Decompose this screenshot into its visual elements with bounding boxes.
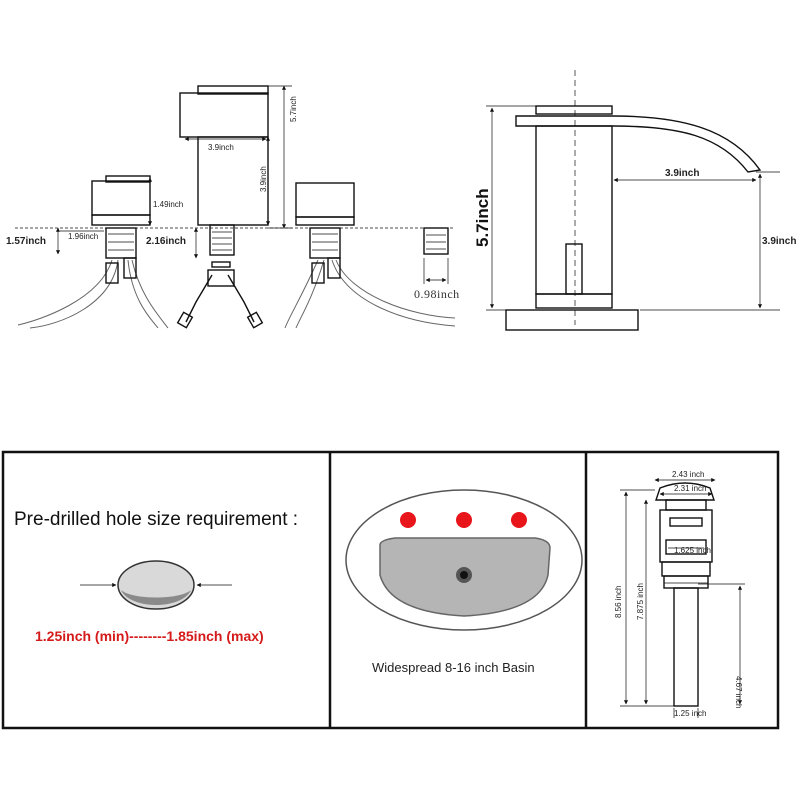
- basin-caption: Widespread 8-16 inch Basin: [372, 660, 535, 675]
- faucet-hole-center: [456, 512, 472, 528]
- profile-spout-height-label: 3.9inch: [762, 236, 796, 247]
- drain-body-height: 7.875 inch: [636, 583, 645, 620]
- faucet-set-drawing: 5.7inch 3.9inch 3.9inch 1.49inch 1.57inc…: [6, 85, 460, 329]
- hole-size-panel: Pre-drilled hole size requirement : 1.25…: [14, 509, 298, 644]
- handle-height-label: 1.49inch: [153, 200, 183, 209]
- drain-tail-width: 1.25 inch: [674, 709, 706, 718]
- faucet-side-profile: 5.7inch 3.9inch 3.9inch: [473, 70, 796, 331]
- handle-base-label: 1.96inch: [68, 232, 98, 241]
- drain-panel: 2.43 inch 2.31 inch 1.625 inch 8.56 inch…: [614, 470, 745, 718]
- profile-reach-label: 3.9inch: [665, 168, 699, 179]
- drain-tail-height: 4.67 inch: [734, 676, 743, 708]
- hole-diameter-label: 0.98inch: [414, 287, 460, 301]
- supply-hoses: [17, 257, 456, 329]
- drain-total-height: 8.56 inch: [614, 586, 623, 618]
- drain-ring: 1.625 inch: [674, 546, 711, 555]
- profile-height-label: 5.7inch: [473, 188, 492, 247]
- faucet-hole-left: [400, 512, 416, 528]
- center-spout: [179, 85, 269, 268]
- drain-top-inner: 2.31 inch: [674, 484, 706, 493]
- spout-height-label: 5.7inch: [289, 96, 298, 122]
- spout-width-label: 3.9inch: [208, 143, 234, 152]
- panels-frame: [1, 450, 780, 730]
- right-handle: [295, 182, 355, 259]
- left-edge-label: 1.57inch: [6, 236, 46, 247]
- hole-size-title: Pre-drilled hole size requirement :: [14, 509, 298, 530]
- hole-adapter: [423, 227, 449, 255]
- basin-panel: Widespread 8-16 inch Basin: [345, 489, 583, 675]
- hole-size-range: 1.25inch (min)--------1.85inch (max): [35, 628, 264, 644]
- faucet-hole-right: [511, 512, 527, 528]
- left-handle: [91, 175, 151, 259]
- drain-top-width: 2.43 inch: [672, 470, 704, 479]
- shank-length-label: 2.16inch: [146, 236, 186, 247]
- spout-body-height-label: 3.9inch: [259, 166, 268, 192]
